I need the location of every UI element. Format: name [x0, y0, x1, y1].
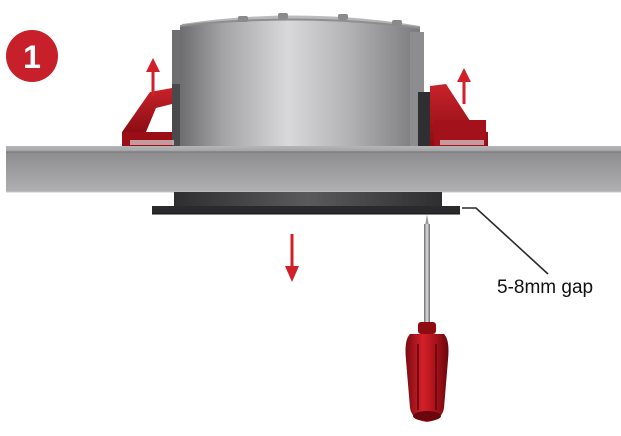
right-clamp [418, 84, 488, 150]
step-badge: 1 [6, 30, 58, 82]
step-number: 1 [23, 39, 41, 75]
gap-size-label: 5-8mm gap [497, 277, 594, 298]
speaker-trim-ring [152, 192, 460, 215]
left-clamp [122, 84, 180, 150]
screwdriver [405, 214, 449, 422]
speaker-can [172, 13, 424, 152]
gap-leader-line [462, 207, 549, 275]
ceiling-panel [6, 146, 621, 193]
arrow-up-icon [457, 68, 471, 104]
arrow-down-icon [285, 234, 299, 282]
arrow-up-icon [146, 58, 160, 96]
